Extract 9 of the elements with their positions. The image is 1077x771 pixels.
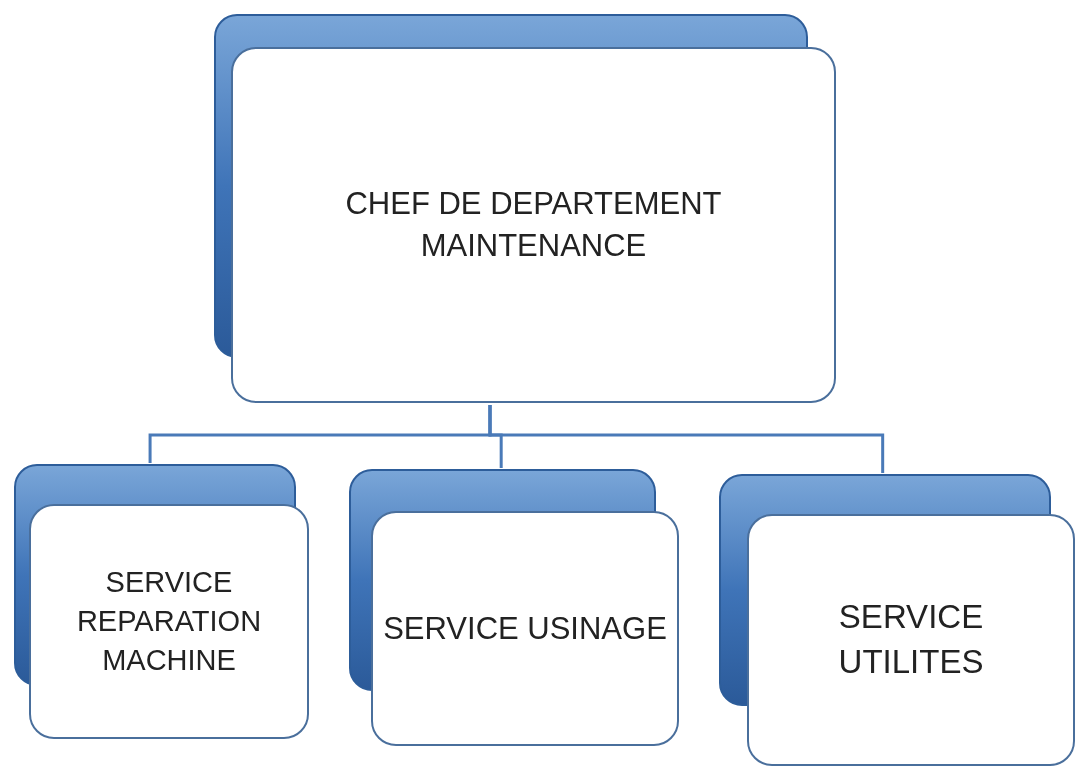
org-chart-box (212, 12, 838, 405)
box-label: SERVICE UTILITES (837, 597, 985, 682)
box-label: SERVICE USINAGE (382, 609, 668, 648)
org-chart-box (718, 473, 1076, 768)
box-label: CHEF DE DEPARTEMENT MAINTENANCE (344, 185, 723, 265)
connector-line (488, 405, 885, 473)
org-chart-box (13, 463, 311, 741)
org-chart-box (348, 468, 681, 748)
box-label: SERVICE REPARATION MACHINE (75, 564, 263, 679)
